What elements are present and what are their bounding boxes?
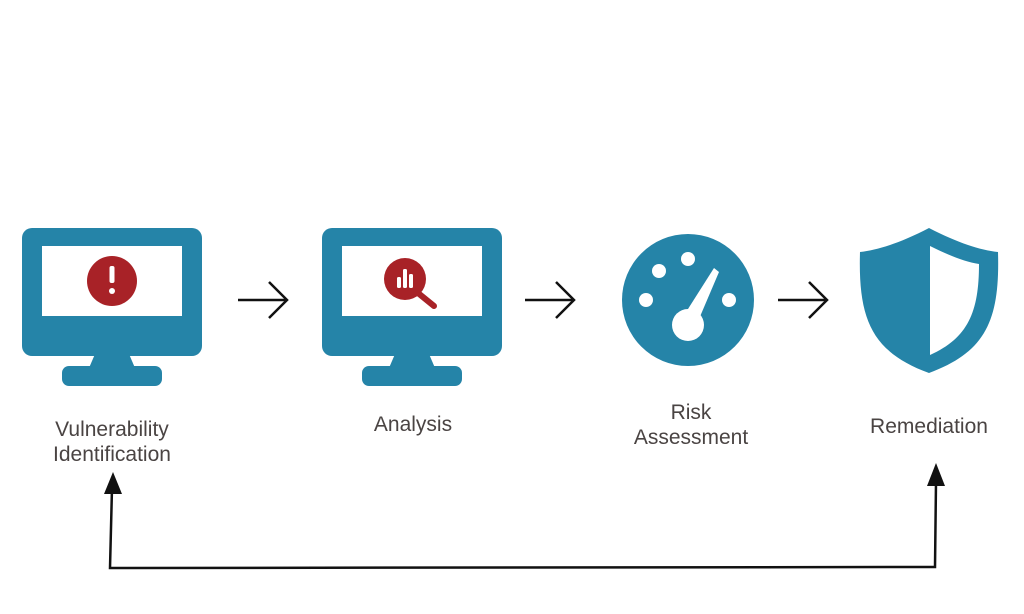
- label-line: Vulnerability: [55, 418, 169, 441]
- arrowhead-up: [927, 463, 945, 486]
- step-label-remediation: Remediation: [870, 414, 988, 439]
- bar-chart-bar: [403, 269, 407, 288]
- alert-exclamation-dot: [109, 288, 115, 294]
- gauge-icon: [622, 234, 754, 366]
- label-line: Risk: [670, 401, 712, 424]
- gauge-tick-dot: [722, 293, 736, 307]
- bar-chart-bar: [409, 274, 413, 288]
- step-label-risk-assessment: Risk Assessment: [634, 400, 748, 450]
- shield-icon: [859, 228, 999, 373]
- right-arrow: [238, 281, 289, 319]
- gauge-tick-dot: [639, 293, 653, 307]
- gauge-tick-dot: [681, 252, 695, 266]
- shield-body: [859, 228, 999, 373]
- monitor-analysis-icon: [322, 228, 502, 386]
- feedback-loop-arrow: [104, 463, 945, 570]
- monitor-base: [362, 366, 462, 386]
- label-line: Analysis: [373, 413, 453, 436]
- magnifier-handle: [415, 290, 437, 309]
- gauge-hub: [672, 309, 704, 341]
- gauge-tick-dot: [652, 264, 666, 278]
- step-label-vulnerability-identification: Vulnerability Identification: [53, 417, 171, 467]
- monitor-base: [62, 366, 162, 386]
- right-arrow: [525, 281, 576, 319]
- label-line: Identification: [53, 443, 171, 466]
- arrowhead-up: [104, 472, 122, 494]
- monitor-stand: [389, 354, 435, 368]
- label-line: Assessment: [633, 426, 749, 449]
- alert-exclamation-bar: [109, 266, 115, 283]
- label-line: Remediation: [870, 415, 988, 438]
- step-label-analysis: Analysis: [374, 412, 452, 437]
- right-arrow: [778, 281, 829, 319]
- shield-highlight: [930, 246, 979, 355]
- bar-chart-bar: [397, 277, 401, 288]
- monitor-stand: [89, 354, 135, 368]
- monitor-alert-icon: [22, 228, 202, 386]
